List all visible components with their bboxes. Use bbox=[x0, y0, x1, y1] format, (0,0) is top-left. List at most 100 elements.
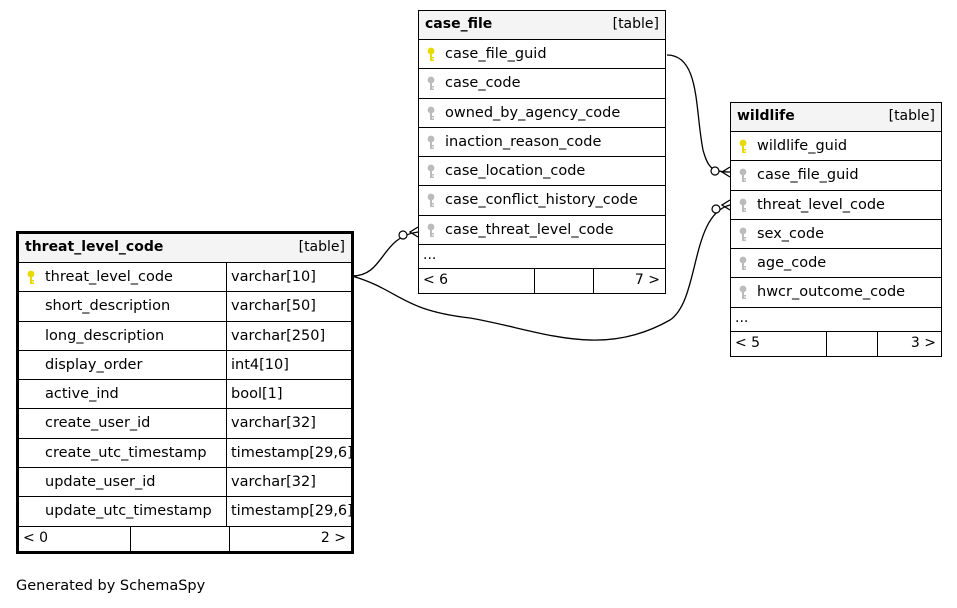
column-cell: case_threat_level_code bbox=[419, 216, 665, 244]
foreign-key-icon bbox=[427, 164, 435, 179]
column-name: active_ind bbox=[45, 386, 119, 403]
parents-link[interactable]: < 5 bbox=[735, 334, 761, 351]
column-cell: case_file_guid bbox=[419, 40, 665, 68]
edge-case-file-guid bbox=[666, 54, 731, 173]
column-name: case_file_guid bbox=[757, 167, 859, 184]
table-header: threat_level_code [table] bbox=[19, 234, 351, 263]
column-row[interactable]: active_ind bool[1] bbox=[19, 380, 351, 410]
column-name: wildlife_guid bbox=[757, 138, 848, 154]
table-wildlife[interactable]: wildlife [table] wildlife_guid case_file_… bbox=[730, 102, 942, 357]
column-name: create_utc_timestamp bbox=[45, 444, 207, 461]
column-cell: wildlife_guid bbox=[731, 132, 941, 160]
table-header: case_file [table] bbox=[419, 11, 665, 40]
column-name: display_order bbox=[45, 356, 143, 373]
column-name: case_location_code bbox=[445, 163, 586, 180]
table-name[interactable]: threat_level_code bbox=[25, 239, 164, 255]
column-name: owned_by_agency_code bbox=[445, 104, 621, 121]
parents-link[interactable]: < 0 bbox=[23, 529, 49, 546]
column-name: inaction_reason_code bbox=[445, 133, 602, 150]
column-name: update_user_id bbox=[45, 474, 156, 491]
column-cell: short_description bbox=[19, 292, 226, 320]
column-type: varchar[250] bbox=[226, 321, 351, 350]
column-row[interactable]: case_conflict_history_code bbox=[419, 186, 665, 216]
edge-case-threat-level-optional-marker bbox=[398, 230, 408, 240]
column-row[interactable]: age_code bbox=[731, 249, 941, 279]
edge-case-threat-level-code bbox=[351, 231, 419, 277]
foreign-key-icon bbox=[427, 223, 435, 237]
column-type: bool[1] bbox=[226, 380, 351, 409]
column-row[interactable]: threat_level_code varchar[10] bbox=[19, 263, 351, 293]
parents-link[interactable]: < 6 bbox=[423, 272, 449, 289]
column-row[interactable]: long_description varchar[250] bbox=[19, 321, 351, 351]
column-name: long_description bbox=[45, 327, 165, 344]
more-columns: ... bbox=[731, 308, 941, 332]
column-row[interactable]: case_location_code bbox=[419, 157, 665, 187]
foreign-key-icon bbox=[739, 286, 747, 300]
column-row[interactable]: case_file_guid bbox=[419, 40, 665, 70]
column-type: varchar[50] bbox=[226, 292, 351, 321]
column-cell: case_conflict_history_code bbox=[419, 186, 665, 214]
column-row[interactable]: hwcr_outcome_code bbox=[731, 278, 941, 308]
column-name: threat_level_code bbox=[45, 269, 173, 285]
column-cell: inaction_reason_code bbox=[419, 128, 665, 156]
column-name: case_file_guid bbox=[445, 46, 547, 62]
column-cell: threat_level_code bbox=[19, 263, 226, 291]
column-row[interactable]: case_code bbox=[419, 69, 665, 99]
foreign-key-icon bbox=[739, 256, 747, 271]
children-link[interactable]: 3 > bbox=[910, 334, 936, 351]
column-cell: create_user_id bbox=[19, 409, 226, 437]
column-type: timestamp[29,6] bbox=[226, 497, 353, 526]
edge-case-threat-level-crowfoot bbox=[408, 226, 419, 238]
column-row[interactable]: threat_level_code bbox=[731, 191, 941, 220]
column-row[interactable]: update_user_id varchar[32] bbox=[19, 468, 351, 498]
foreign-key-icon bbox=[427, 135, 435, 149]
table-threat-level-code[interactable]: threat_level_code [table] threat_level_c… bbox=[16, 231, 354, 554]
primary-key-icon bbox=[27, 270, 35, 284]
table-type: [table] bbox=[612, 16, 659, 32]
column-cell: hwcr_outcome_code bbox=[731, 278, 941, 306]
table-case-file[interactable]: case_file [table] case_file_guid case_cod… bbox=[418, 10, 666, 295]
column-cell: active_ind bbox=[19, 380, 226, 408]
foreign-key-icon bbox=[739, 227, 747, 241]
column-cell: update_user_id bbox=[19, 468, 226, 496]
column-type: varchar[32] bbox=[226, 468, 351, 497]
column-type: varchar[10] bbox=[226, 263, 351, 292]
column-row[interactable]: inaction_reason_code bbox=[419, 128, 665, 158]
foreign-key-icon bbox=[427, 194, 435, 208]
column-name: create_user_id bbox=[45, 415, 151, 432]
column-row[interactable]: case_threat_level_code bbox=[419, 216, 665, 246]
table-name[interactable]: case_file bbox=[425, 16, 493, 32]
column-name: age_code bbox=[757, 255, 827, 272]
edge-wildlife-threat-level-optional-marker bbox=[711, 204, 721, 214]
table-header: wildlife [table] bbox=[731, 103, 941, 132]
column-name: case_conflict_history_code bbox=[445, 192, 638, 209]
foreign-key-icon bbox=[739, 168, 747, 183]
table-name[interactable]: wildlife bbox=[737, 108, 795, 124]
column-type: varchar[32] bbox=[226, 409, 351, 438]
column-name: threat_level_code bbox=[757, 196, 885, 213]
column-cell: create_utc_timestamp bbox=[19, 439, 226, 467]
children-link[interactable]: 2 > bbox=[320, 529, 346, 546]
foreign-key-icon bbox=[427, 106, 435, 120]
column-row[interactable]: create_user_id varchar[32] bbox=[19, 409, 351, 439]
foreign-key-icon bbox=[427, 76, 435, 91]
column-name: hwcr_outcome_code bbox=[757, 284, 906, 301]
column-cell: case_location_code bbox=[419, 157, 665, 185]
primary-key-icon bbox=[427, 47, 435, 61]
children-link[interactable]: 7 > bbox=[634, 272, 660, 289]
foreign-key-icon bbox=[739, 198, 747, 212]
column-name: sex_code bbox=[757, 225, 825, 242]
edge-wildlife-threat-level-crowfoot bbox=[720, 199, 731, 211]
column-cell: owned_by_agency_code bbox=[419, 99, 665, 127]
table-footer: < 6 7 > bbox=[419, 269, 665, 294]
column-row[interactable]: sex_code bbox=[731, 220, 941, 250]
column-row[interactable]: owned_by_agency_code bbox=[419, 99, 665, 128]
column-row[interactable]: case_file_guid bbox=[731, 161, 941, 191]
column-row[interactable]: wildlife_guid bbox=[731, 132, 941, 162]
column-cell: update_utc_timestamp bbox=[19, 497, 226, 525]
column-cell: age_code bbox=[731, 249, 941, 277]
